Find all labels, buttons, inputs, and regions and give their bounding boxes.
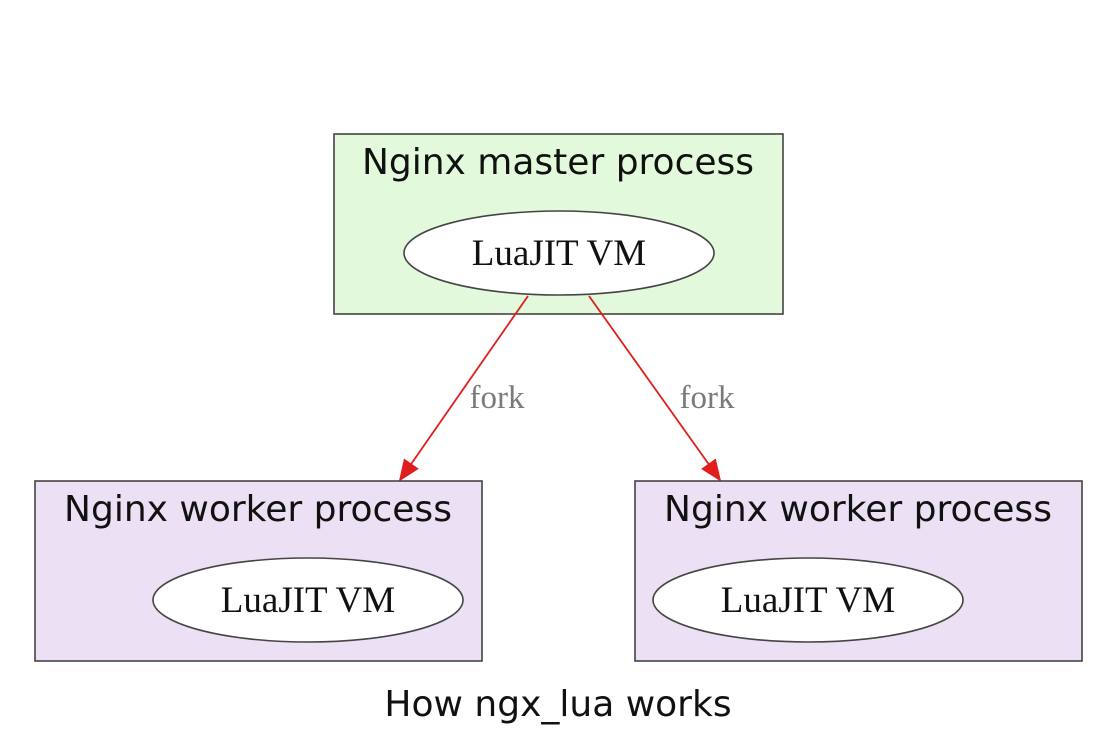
master-luajit-vm-label: LuaJIT VM <box>472 233 646 274</box>
fork-label-right: fork <box>680 380 735 416</box>
fork-edge-left: fork <box>398 295 529 482</box>
worker-luajit-vm-ellipse-2 <box>652 557 964 643</box>
worker-process-title-1: Nginx worker process <box>64 489 452 530</box>
fork-arrow-right <box>588 295 722 482</box>
diagram-caption: How ngx_lua works <box>384 684 731 725</box>
worker-process-node-1: Nginx worker process LuaJIT VM <box>34 480 483 662</box>
fork-label-left: fork <box>470 380 525 416</box>
fork-edge-right: fork <box>588 295 735 482</box>
worker-process-node-2: Nginx worker process LuaJIT VM <box>634 480 1083 662</box>
fork-arrow-left <box>398 295 529 482</box>
worker-process-title-2: Nginx worker process <box>664 489 1052 530</box>
master-process-node: Nginx master process LuaJIT VM <box>333 133 784 315</box>
worker-luajit-vm-label-2: LuaJIT VM <box>721 580 895 621</box>
master-luajit-vm-ellipse <box>403 210 715 296</box>
worker-luajit-vm-ellipse-1 <box>152 557 464 643</box>
worker-luajit-vm-label-1: LuaJIT VM <box>221 580 395 621</box>
master-process-title: Nginx master process <box>362 142 754 183</box>
